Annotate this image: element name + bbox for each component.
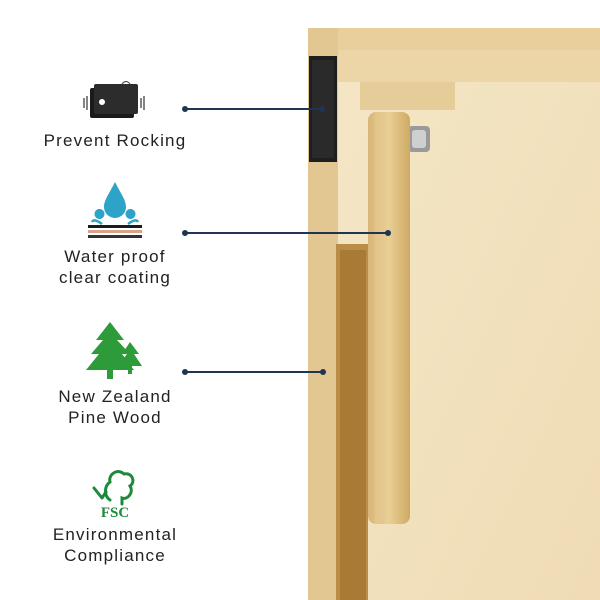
leader-dot — [319, 105, 325, 112]
feature-prevent-rocking: Prevent Rocking — [30, 78, 200, 151]
leader-dot — [385, 229, 391, 236]
leader-dot — [182, 229, 188, 236]
leader-line-rocking — [185, 108, 322, 110]
leader-line-coating — [185, 232, 388, 234]
leader-dot — [320, 368, 326, 375]
leader-line-pine — [185, 371, 323, 373]
feature-pine-wood: New Zealand Pine Wood — [30, 320, 200, 428]
feature-label: Environmental Compliance — [52, 525, 178, 565]
pine-tree-icon — [86, 322, 142, 379]
feature-label: Water proof clear coating — [59, 247, 171, 287]
feature-water-proof: Water proof clear coating — [30, 180, 200, 288]
svg-text:FSC: FSC — [101, 505, 129, 520]
leader-dot — [182, 368, 188, 375]
feature-label: New Zealand Pine Wood — [58, 387, 172, 427]
leader-dot — [182, 105, 188, 112]
feature-fsc: FSC Environmental Compliance — [30, 460, 200, 566]
rubber-pad-icon — [83, 80, 145, 118]
water-drop-icon — [88, 182, 142, 238]
wood-frame-photo — [308, 28, 600, 600]
fsc-logo-icon: FSC — [92, 470, 135, 520]
feature-label: Prevent Rocking — [43, 131, 187, 150]
